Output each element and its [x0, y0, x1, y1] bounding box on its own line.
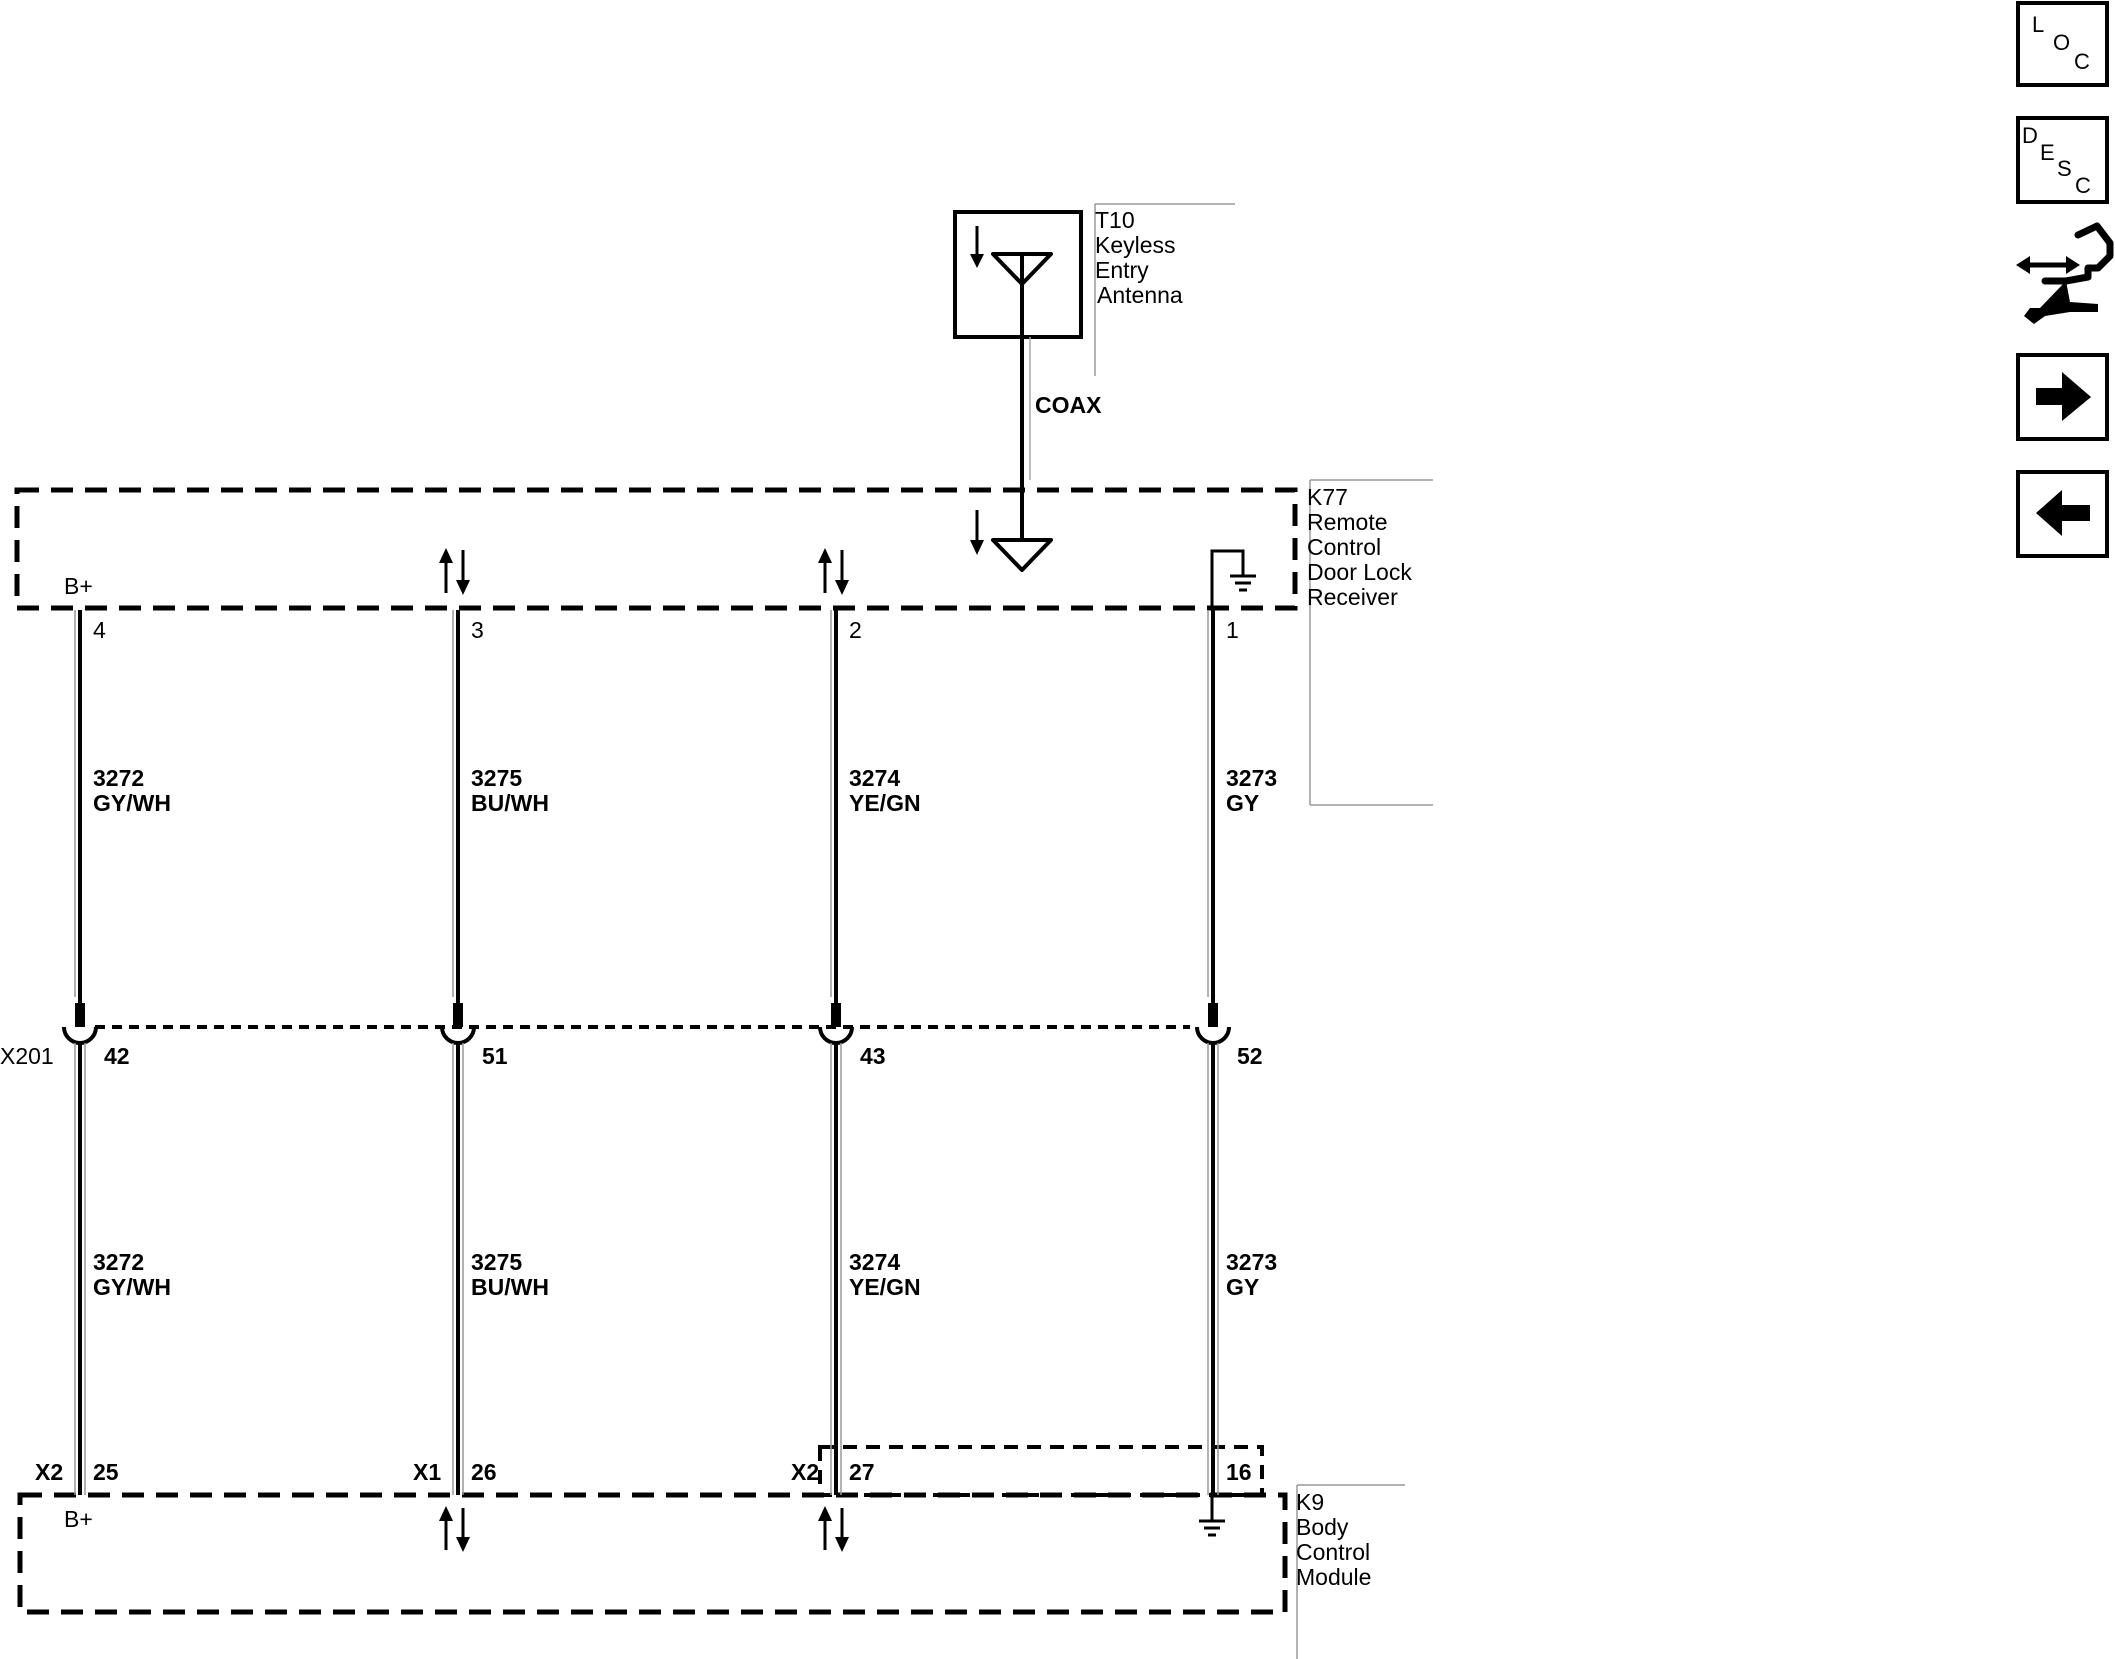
inline-pin-label: 51 [482, 1043, 508, 1069]
circuit-number-label: 3272 [93, 1249, 144, 1275]
body-control-module-component[interactable] [17, 1492, 1288, 1615]
arrow-left-icon [2036, 490, 2090, 536]
connector-terminal [831, 1003, 841, 1027]
connector-cup [440, 1026, 476, 1045]
wire-color-label: GY/WH [93, 1274, 171, 1300]
receiver-ref: K77 [1307, 484, 1348, 510]
receiver-name-line: Door Lock [1307, 559, 1412, 585]
inline-pin-label: 52 [1237, 1043, 1263, 1069]
antenna-icon [991, 252, 1053, 337]
antenna-ref: T10 [1095, 207, 1135, 233]
wire-color-label: GY [1226, 790, 1259, 816]
bcm-name-line: Body [1296, 1514, 1349, 1540]
antenna-component[interactable] [953, 210, 1083, 339]
coax-label: COAX [1035, 392, 1102, 418]
antenna-name-line: Antenna [1097, 282, 1183, 308]
loc-letter: C [2074, 49, 2090, 74]
connector-repair-icon[interactable] [2016, 222, 2114, 324]
wire-color-label: GY/WH [93, 790, 171, 816]
circuit-number-label: 3275 [471, 1249, 522, 1275]
coax-cable[interactable] [1020, 337, 1031, 540]
bcm-connector-label: X1 [413, 1459, 441, 1485]
receiver-pin-label: 2 [849, 617, 862, 643]
bcm-connector-label: X2 [791, 1459, 819, 1485]
receiver-component[interactable] [14, 487, 1298, 611]
bcm-name-line: Control [1296, 1539, 1370, 1565]
wire-circuit-3272[interactable] [62, 610, 98, 1495]
inline-connector-label: X201 [0, 1043, 54, 1069]
bcm-pin-label: 26 [471, 1459, 497, 1485]
connector-terminal [75, 1003, 85, 1027]
connector-cup [62, 1026, 98, 1045]
desc-letter: C [2075, 173, 2091, 198]
circuit-number-label: 3273 [1226, 1249, 1277, 1275]
wire-circuit-3274[interactable] [818, 610, 854, 1495]
circuit-number-label: 3272 [93, 765, 144, 791]
desc-letter: D [2022, 123, 2038, 148]
wire-circuit-3275[interactable] [440, 610, 476, 1495]
connector-cup [818, 1026, 854, 1045]
desc-letter: E [2040, 140, 2055, 165]
bidirectional-arrow-icon [818, 1506, 849, 1552]
bcm-name-line: Module [1296, 1564, 1371, 1590]
receiver-name-line: Control [1307, 534, 1381, 560]
antenna-name-line: Entry [1095, 257, 1149, 283]
desc-letter: S [2057, 156, 2072, 181]
bcm-ref: K9 [1296, 1489, 1324, 1515]
connector-terminal [1208, 1003, 1218, 1027]
bcm-x2-connector-outline [818, 1445, 1264, 1497]
wire-circuit-3273[interactable] [1195, 610, 1231, 1495]
circuit-number-label: 3274 [849, 1249, 900, 1275]
circuit-number-label: 3273 [1226, 765, 1277, 791]
signal-direction-icon [970, 226, 984, 268]
bcm-pin-label: 25 [93, 1459, 119, 1485]
antenna-input-icon [970, 510, 1053, 572]
receiver-pin-label: 1 [1226, 617, 1239, 643]
loc-letter: O [2053, 30, 2070, 55]
inline-pin-label: 42 [104, 1043, 130, 1069]
bidirectional-arrow-icon [439, 548, 470, 595]
previous-button[interactable] [2016, 470, 2109, 558]
circuit-number-label: 3275 [471, 765, 522, 791]
circuits-layer: 43272GY/WH423272GY/WH25X233275BU/WH51327… [35, 610, 1277, 1495]
next-button[interactable] [2016, 353, 2109, 441]
description-button[interactable]: D E S C [2016, 116, 2109, 204]
inline-pin-label: 43 [860, 1043, 886, 1069]
connector-terminal [453, 1003, 463, 1027]
location-button[interactable]: L O C [2016, 1, 2109, 87]
receiver-pin-label: 3 [471, 617, 484, 643]
receiver-power-label: B+ [64, 573, 93, 599]
wire-color-label: YE/GN [849, 790, 921, 816]
connector-cup [1195, 1026, 1231, 1045]
wire-color-label: BU/WH [471, 790, 549, 816]
bcm-power-label: B+ [64, 1506, 93, 1532]
bidirectional-arrow-icon [439, 1506, 470, 1552]
wire-color-label: YE/GN [849, 1274, 921, 1300]
wire-color-label: BU/WH [471, 1274, 549, 1300]
bcm-pin-label: 27 [849, 1459, 875, 1485]
circuit-number-label: 3274 [849, 765, 900, 791]
wire-color-label: GY [1226, 1274, 1259, 1300]
bidirectional-arrow-icon [818, 548, 849, 595]
bcm-connector-label: X2 [35, 1459, 63, 1485]
receiver-name-line: Remote [1307, 509, 1388, 535]
receiver-name-line: Receiver [1307, 584, 1398, 610]
loc-letter: L [2032, 12, 2044, 37]
antenna-name-line: Keyless [1095, 232, 1176, 258]
arrow-right-icon [2036, 372, 2091, 421]
ground-icon [1199, 1495, 1225, 1537]
receiver-pin-label: 4 [93, 617, 106, 643]
bcm-pin-label: 16 [1226, 1459, 1252, 1485]
ground-icon [1210, 549, 1256, 607]
